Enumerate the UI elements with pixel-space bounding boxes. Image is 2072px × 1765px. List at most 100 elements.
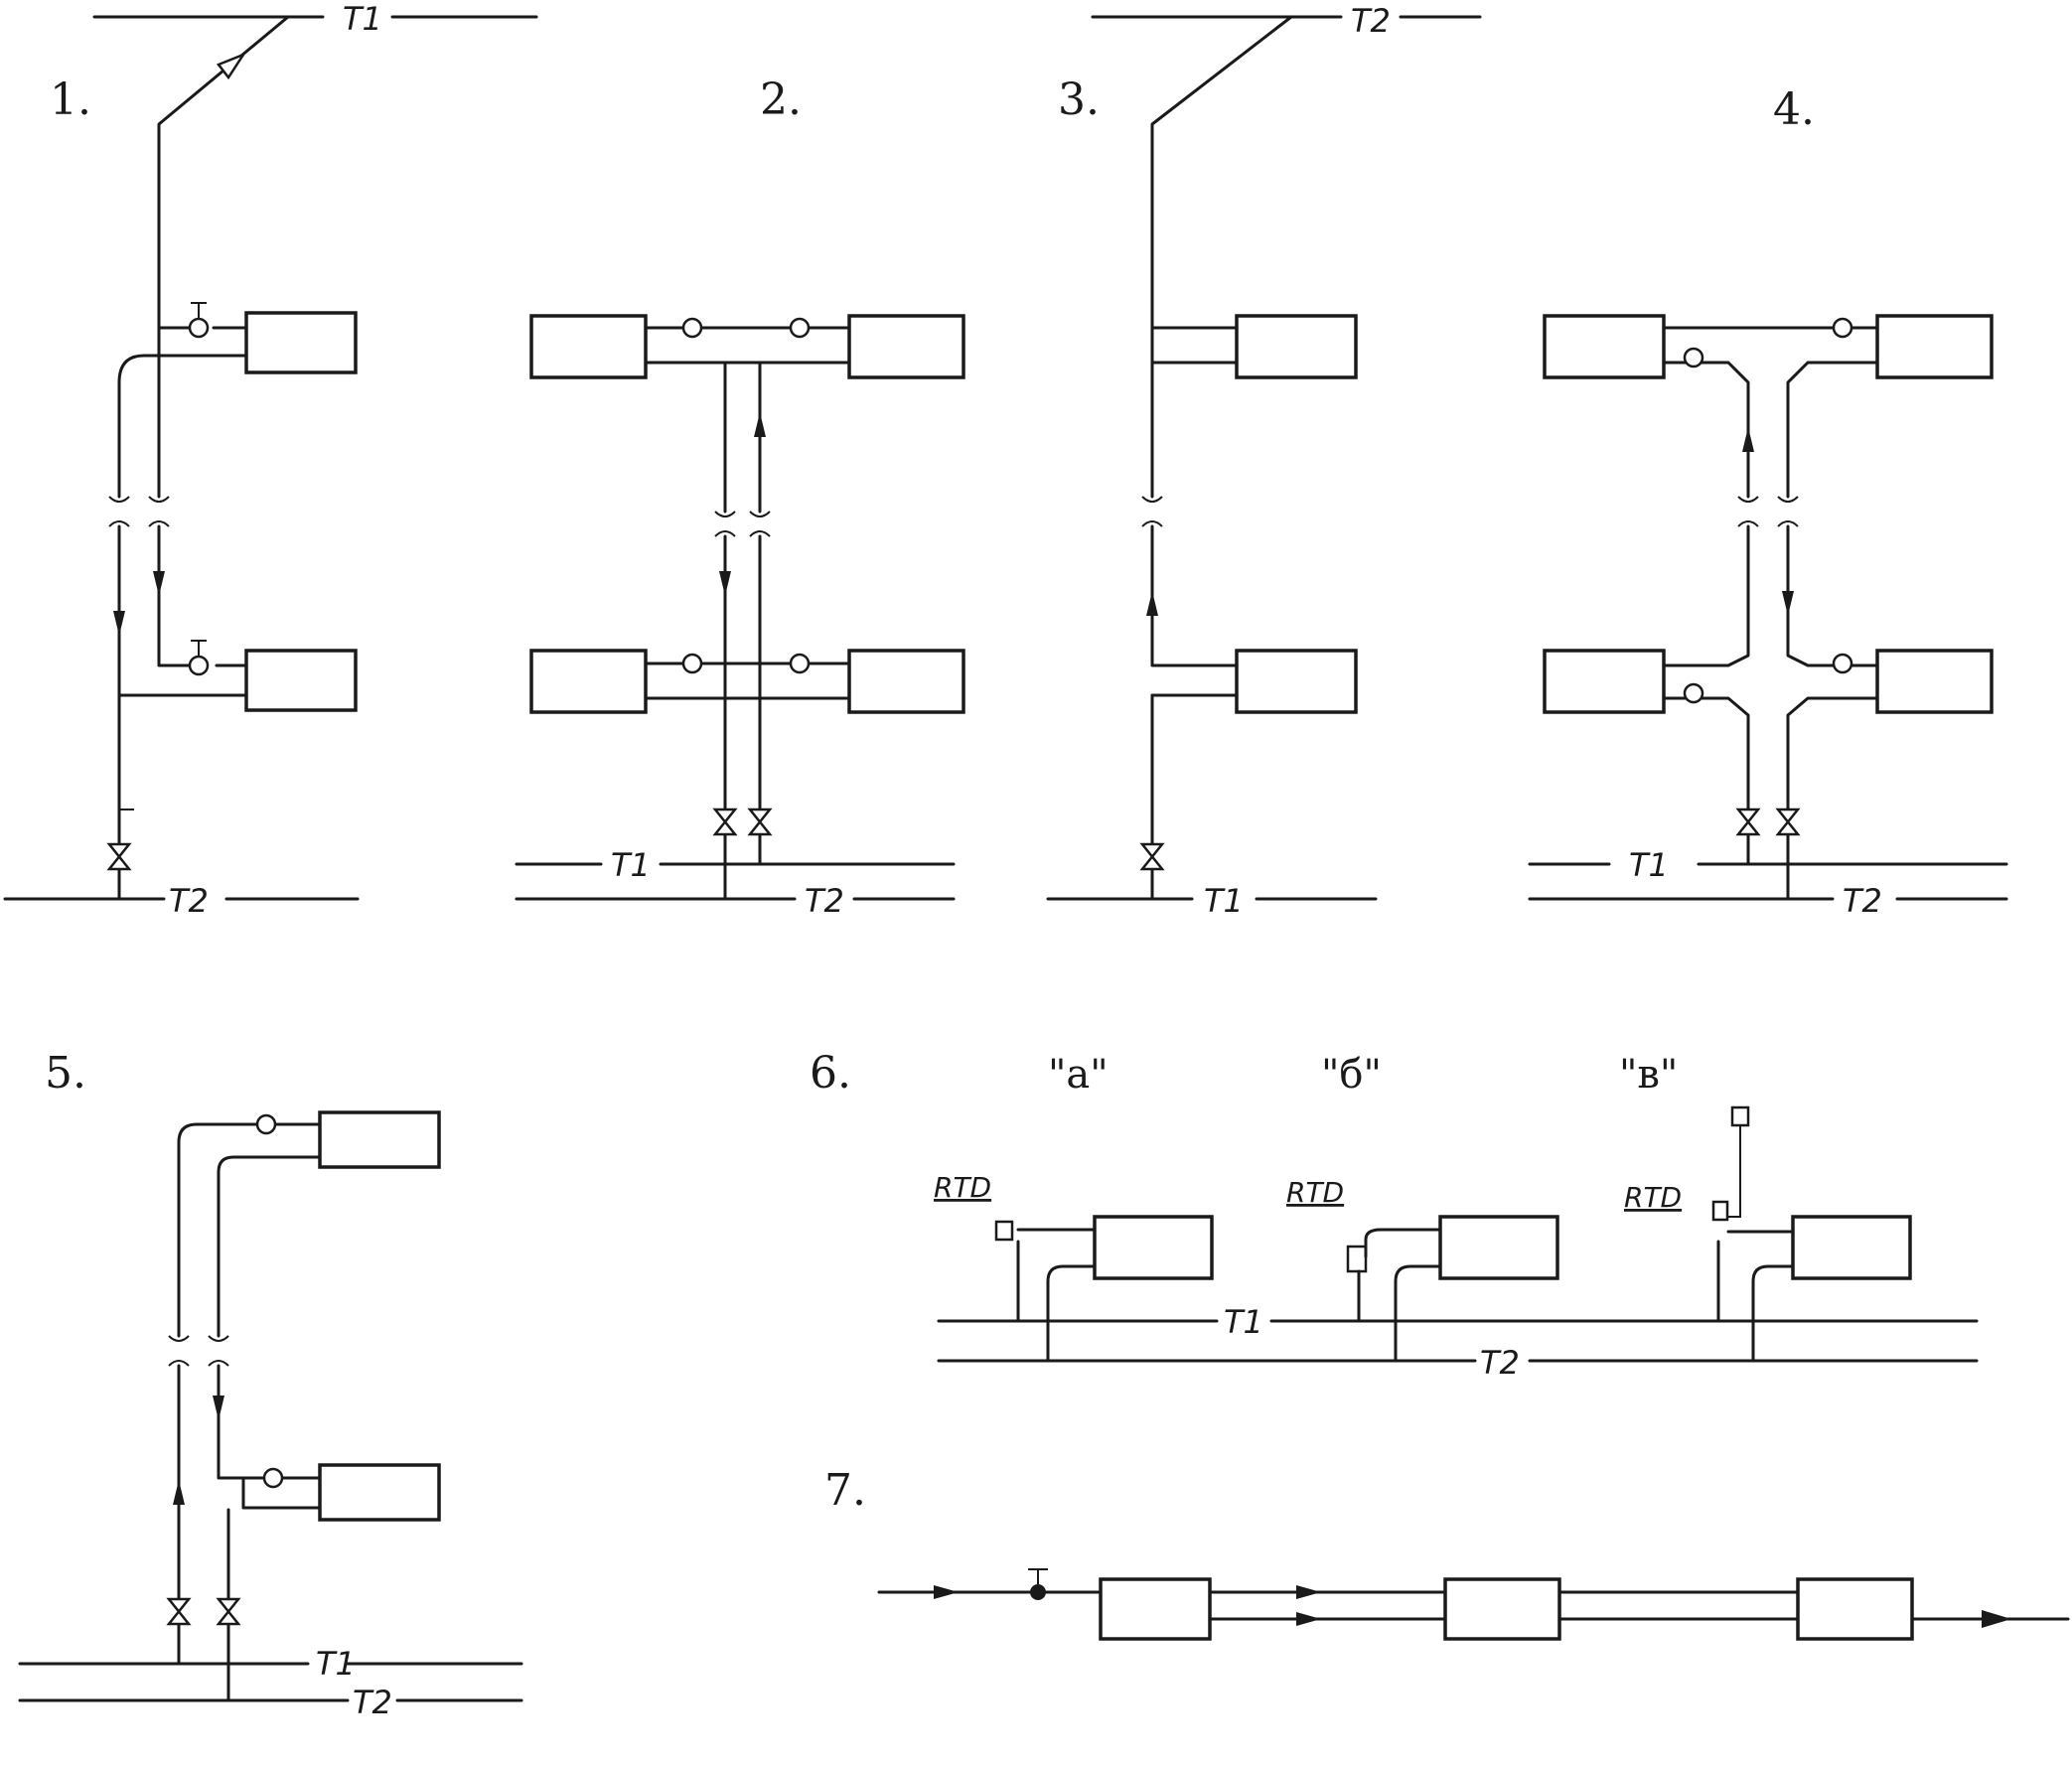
scheme-5: 5. T1 T2: [18, 1048, 523, 1721]
variant-b-return-riser: [1394, 1264, 1442, 1363]
radiator: [318, 1110, 441, 1169]
flow-arrow-icon: [1146, 591, 1158, 616]
scheme-1-supply-riser: [157, 524, 206, 667]
scheme-4-break-mark: [1737, 496, 1799, 527]
flow-arrow-icon: [934, 1585, 959, 1599]
thermostatic-sensor-icon: [1711, 1200, 1729, 1222]
capillary-tube: [1728, 1125, 1741, 1218]
ball-valve-icon: [166, 1597, 192, 1626]
radiator-valve-icon: [188, 317, 210, 339]
scheme-4-t1-label: T1: [1629, 846, 1669, 884]
flow-arrow-icon: [1782, 591, 1794, 616]
radiator: [1543, 314, 1666, 379]
scheme-3: 3. T2 T1: [1046, 2, 1482, 920]
scheme-5-break-mark: [168, 1335, 229, 1367]
scheme-3-break-mark: [1141, 496, 1163, 527]
flow-arrow-icon: [719, 571, 731, 596]
scheme-3-return-branch: [1150, 524, 1239, 667]
scheme-6: 6. "а" "б" "в" RTD RTD RTD T1 T2: [810, 1048, 1979, 1382]
scheme-1-return-branch: [117, 524, 250, 697]
scheme-5-return-riser: [217, 1155, 322, 1338]
radiator: [1543, 649, 1666, 714]
variant-a-rtd-label: RTD: [934, 1171, 991, 1204]
scheme-3-return-riser: [1150, 15, 1293, 499]
scheme-5-t2-label: T2: [353, 1684, 392, 1721]
radiator: [1438, 1215, 1559, 1280]
radiator: [1235, 649, 1358, 714]
scheme-1-t1-label: T1: [343, 0, 382, 38]
scheme-2-t1-label: T1: [611, 846, 651, 884]
radiator-valve-icon: [789, 317, 811, 339]
ball-valve-icon: [216, 1597, 241, 1626]
radiator: [1093, 1215, 1214, 1280]
scheme-2: 2. T1 T2: [515, 74, 965, 920]
scheme-4-t2-label: T2: [1843, 882, 1882, 920]
radiator: [1875, 649, 1994, 714]
scheme-1-break-mark: [108, 496, 170, 527]
variant-b-rtd-label: RTD: [1286, 1176, 1344, 1209]
scheme-5-supply-riser: [177, 1122, 322, 1338]
scheme-4-upper-branch: [1662, 361, 1750, 499]
radiator: [244, 311, 358, 374]
scheme-5-number: 5.: [45, 1048, 86, 1099]
radiator-valve-icon: [789, 653, 811, 674]
scheme-3-t1-label: T1: [1204, 882, 1244, 920]
ball-valve-icon: [217, 52, 247, 80]
ball-valve-icon: [1139, 842, 1165, 871]
flow-arrow-icon: [1296, 1612, 1321, 1626]
radiator-valve-icon: [1683, 682, 1704, 704]
thermostatic-sensor-icon: [1346, 1245, 1368, 1273]
radiator: [529, 314, 648, 379]
radiator-valve-icon: [681, 653, 703, 674]
flow-arrow-icon: [1296, 1585, 1321, 1599]
ball-valve-icon: [1030, 1584, 1046, 1600]
flow-arrow-icon: [173, 1480, 185, 1505]
variant-b-label: "б": [1321, 1052, 1382, 1098]
scheme-6-t2-label: T2: [1480, 1344, 1520, 1382]
variant-c-return-riser: [1751, 1264, 1795, 1363]
thermostatic-sensor-icon: [994, 1220, 1014, 1242]
scheme-5-t1-label: T1: [316, 1645, 356, 1683]
ball-valve-icon: [747, 808, 773, 836]
scheme-4-lower-branch: [1662, 524, 1750, 667]
scheme-1-return-branch: [117, 354, 250, 499]
scheme-7: 7.: [824, 1465, 2070, 1641]
scheme-6-number: 6.: [810, 1048, 851, 1099]
radiator: [1235, 314, 1358, 379]
scheme-7-number: 7.: [824, 1465, 866, 1516]
scheme-6-t1-label: T1: [1224, 1303, 1263, 1341]
radiator: [847, 314, 965, 379]
ball-valve-icon: [106, 842, 132, 871]
radiator: [529, 649, 648, 714]
scheme-2-break-mark: [714, 511, 771, 537]
radiator-valve-icon: [188, 655, 210, 676]
radiator: [1099, 1577, 1212, 1641]
remote-sensor-icon: [1730, 1105, 1750, 1127]
scheme-3-t2-label: T2: [1351, 2, 1391, 40]
flow-arrow-icon: [113, 611, 125, 636]
flow-arrow-icon: [153, 571, 165, 596]
scheme-4: 4. T1 T2: [1528, 84, 2008, 920]
radiator-valve-icon: [681, 317, 703, 339]
scheme-5-return-branch: [217, 1364, 322, 1480]
scheme-3-number: 3.: [1058, 74, 1100, 125]
scheme-1-t2-label: T2: [169, 882, 209, 920]
flow-arrow-icon: [213, 1396, 224, 1420]
ball-valve-icon: [1775, 808, 1801, 836]
radiator: [1443, 1577, 1561, 1641]
variant-b-supply-branch: [1364, 1228, 1442, 1258]
scheme-1-number: 1.: [50, 74, 91, 125]
flow-arrow-icon: [754, 412, 766, 437]
variant-c-rtd-label: RTD: [1624, 1181, 1682, 1214]
radiator: [1796, 1577, 1914, 1641]
ball-valve-icon: [1735, 808, 1761, 836]
scheme-4-lower-branch: [1786, 524, 1879, 667]
flow-arrow-icon: [1982, 1610, 2011, 1628]
variant-c-label: "в": [1619, 1052, 1678, 1098]
scheme-4-lower-branch: [1786, 696, 1879, 901]
scheme-2-number: 2.: [760, 74, 802, 125]
radiator: [1791, 1215, 1912, 1280]
radiator: [244, 649, 358, 712]
radiator: [1875, 314, 1994, 379]
